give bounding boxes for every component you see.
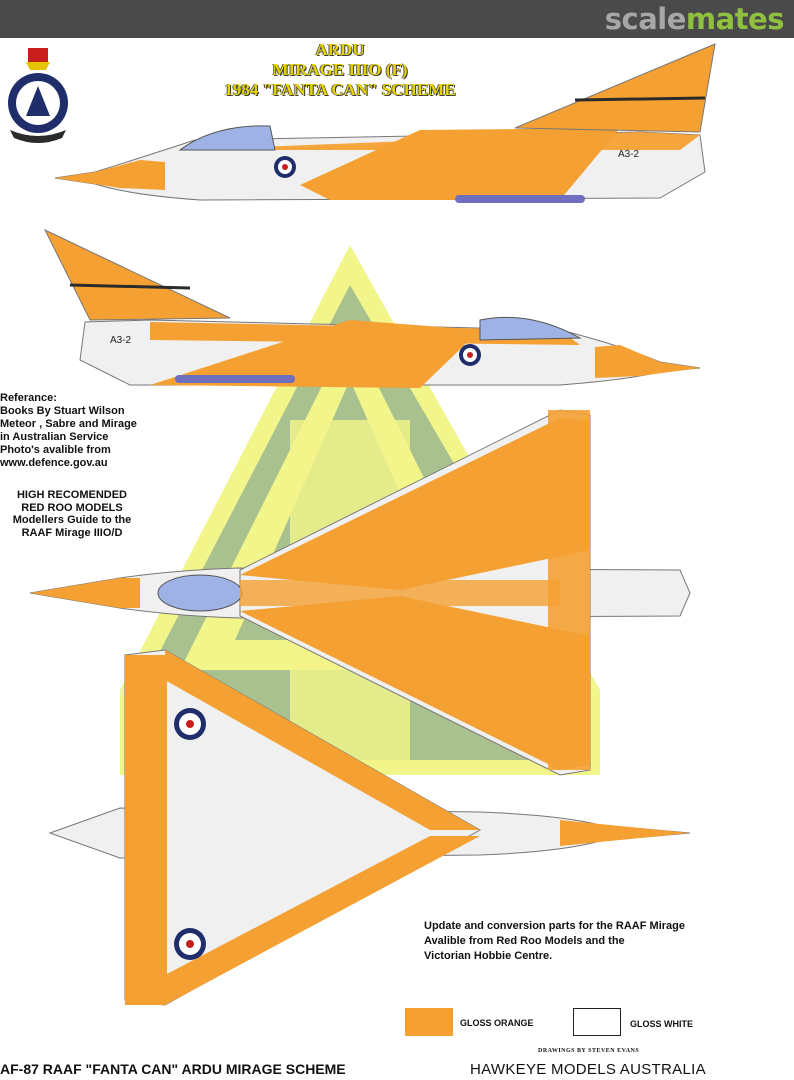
legend-swatch-orange [405,1008,453,1036]
title-line-unit: ARDU [315,40,365,59]
reference-line: Books By Stuart Wilson [0,405,125,417]
sheet-code-title: AF-87 RAAF "FANTA CAN" ARDU MIRAGE SCHEM… [0,1061,346,1077]
update-note: Update and conversion parts for the RAAF… [424,920,685,962]
reference-line: www.defence.gov.au [0,457,108,469]
reference-line: Photo's avalible from [0,444,111,456]
reference-notes: Referance: Books By Stuart Wilson Meteor… [0,392,160,470]
legend-label-orange: GLOSS ORANGE [460,1018,534,1028]
legend-swatch-white [573,1008,621,1036]
bottom-view [48,649,691,1006]
svg-text:A3-2: A3-2 [618,149,640,160]
legend-label-white: GLOSS WHITE [630,1019,693,1029]
svg-text:A3-2: A3-2 [110,335,132,346]
publisher-name: HAWKEYE MODELS AUSTRALIA [470,1061,706,1078]
site-header-bar: scalemates [0,0,794,38]
squadron-crest [8,48,68,143]
side-view-left: A3-2 [54,43,716,203]
reference-line: in Australian Service [0,431,109,443]
drawings-credit: DRAWINGS BY STEVEN EVANS [538,1048,640,1054]
title-line-scheme: 1984 "FANTA CAN" SCHEME [224,80,456,99]
scheme-title: ARDU MIRAGE IIIO (F) 1984 "FANTA CAN" SC… [190,40,490,100]
decal-sheet-artwork: A3-2 A3-2 [8,43,716,1006]
site-logo[interactable]: scalemates [604,2,785,36]
reference-line: Referance: [0,392,57,404]
reference-line: Meteor , Sabre and Mirage [0,418,137,430]
title-line-aircraft: MIRAGE IIIO (F) [272,60,408,79]
top-view [29,409,691,776]
recommendation-note: HIGH RECOMENDED RED ROO MODELS Modellers… [12,489,132,539]
side-view-right: A3-2 [43,228,701,388]
